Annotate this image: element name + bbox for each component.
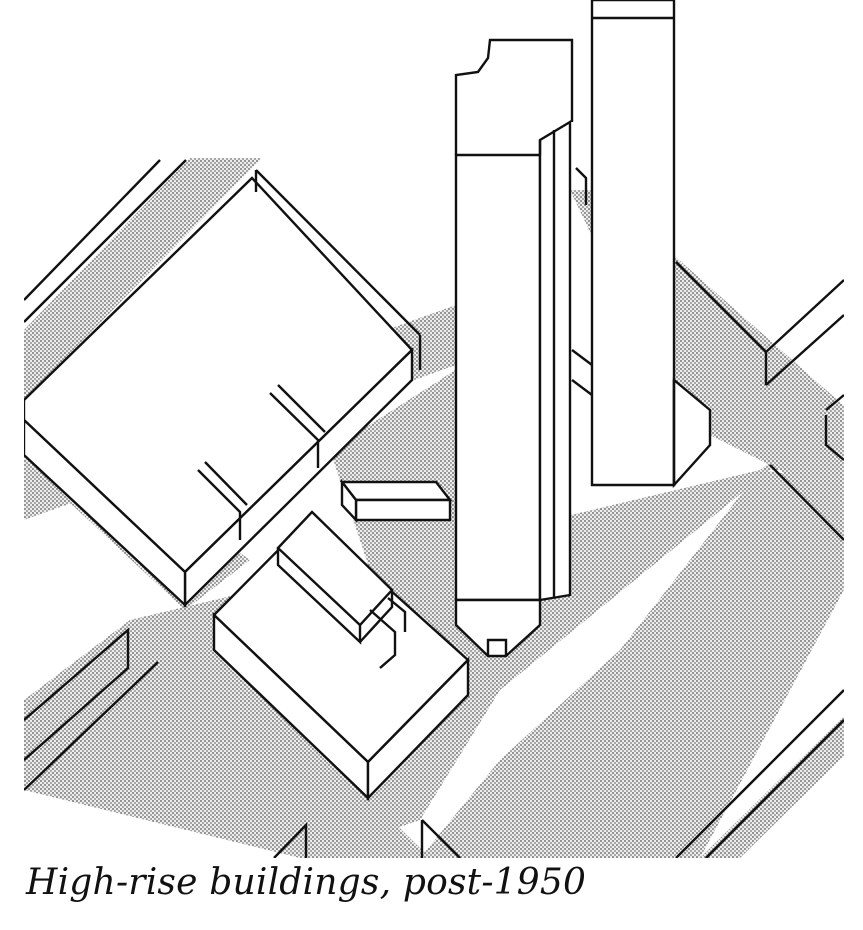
right-tower — [572, 0, 710, 485]
small-low-building — [342, 482, 450, 520]
figure-caption: High-rise buildings, post-1950 — [26, 862, 586, 903]
left-tower — [456, 40, 586, 656]
